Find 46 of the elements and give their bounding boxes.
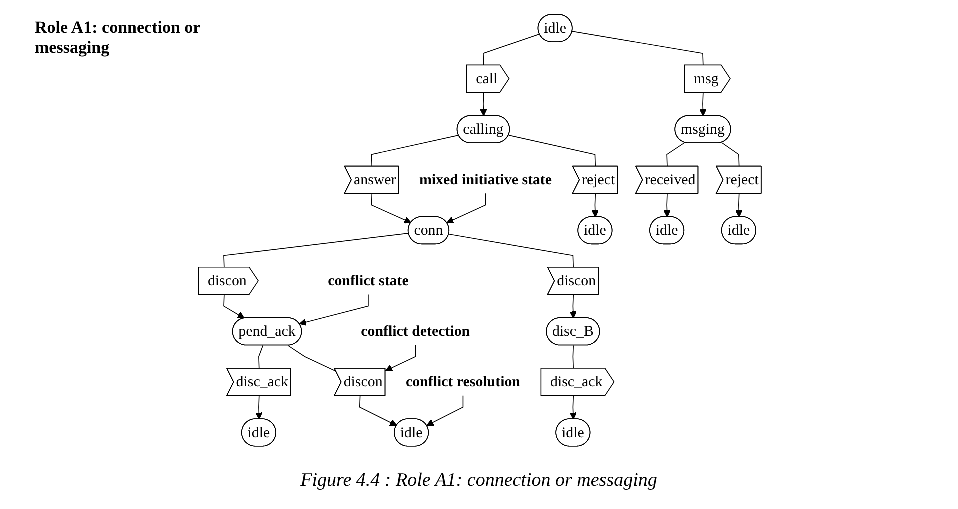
arrow xyxy=(426,395,464,426)
arrow xyxy=(255,396,263,420)
send-signal-box: msg xyxy=(684,64,731,93)
receive-signal-box: received xyxy=(635,166,699,194)
state-box: idle xyxy=(721,216,756,245)
receive-signal-box: reject xyxy=(716,166,762,194)
annotation-text: conflict resolution xyxy=(406,373,520,390)
send-signal-box: call xyxy=(466,64,510,93)
arrow xyxy=(721,142,740,168)
annotation-text: mixed initiative state xyxy=(419,171,552,188)
arrow xyxy=(359,396,398,426)
receive-signal-box: discon xyxy=(334,368,386,396)
state-box: conn xyxy=(408,216,450,245)
state-box: idle xyxy=(538,14,573,42)
state-box: idle xyxy=(650,216,685,245)
receive-signal-box: disc_ack xyxy=(226,368,292,396)
state-box: idle xyxy=(241,418,276,447)
send-signal-box: discon xyxy=(198,266,259,296)
receive-signal-box: discon xyxy=(547,266,599,296)
arrow xyxy=(700,92,707,116)
annotation-text: conflict detection xyxy=(361,322,470,340)
state-box: idle xyxy=(556,418,591,447)
arrow xyxy=(592,194,600,218)
state-box: msging xyxy=(674,115,732,144)
receive-signal-box: answer xyxy=(344,166,400,194)
arrow xyxy=(224,294,245,319)
state-box: calling xyxy=(456,115,510,144)
arrow xyxy=(385,344,416,372)
receive-signal-box: reject xyxy=(572,166,618,194)
diagram-title: Role A1: connection or messaging xyxy=(35,18,202,58)
arrow xyxy=(570,294,577,319)
arrow xyxy=(371,194,412,224)
state-box: disc_B xyxy=(546,318,600,346)
arrow xyxy=(666,142,686,168)
annotation-text: conflict state xyxy=(328,272,409,289)
arrow xyxy=(735,194,743,218)
send-signal-box: disc_ack xyxy=(540,368,615,396)
figure-caption: Figure 4.4 : Role A1: connection or messaging xyxy=(300,470,658,492)
arrow xyxy=(664,194,671,218)
state-box: pend_ack xyxy=(232,318,302,346)
arrow xyxy=(446,193,486,224)
state-box: idle xyxy=(578,216,613,245)
state-box: idle xyxy=(394,418,430,447)
arrow xyxy=(480,92,488,116)
arrow xyxy=(299,294,369,326)
arrow xyxy=(570,396,577,420)
